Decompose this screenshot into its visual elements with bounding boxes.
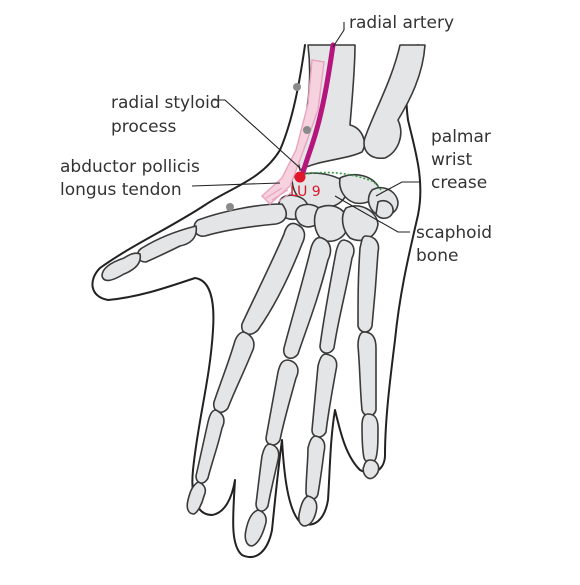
middle-metacarpal bbox=[282, 236, 332, 360]
label-radial-styloid-line1: radial styloid bbox=[111, 93, 221, 113]
label-palmar-line1: palmar bbox=[431, 127, 491, 147]
label-palmar-line2: wrist bbox=[431, 150, 472, 170]
thumb-metacarpal bbox=[193, 203, 288, 237]
middle-distal-phalanx bbox=[244, 509, 267, 547]
lu9-label: LU 9 bbox=[290, 184, 321, 200]
radial-artery bbox=[299, 42, 336, 179]
capitate-bone bbox=[313, 204, 349, 242]
ring-finger-bones bbox=[298, 239, 355, 527]
little-finger-bones bbox=[357, 235, 380, 480]
ring-metacarpal bbox=[319, 239, 355, 354]
leader-abductor bbox=[191, 182, 281, 187]
label-abductor-line2: longus tendon bbox=[60, 180, 182, 200]
thumb-bones bbox=[101, 203, 288, 282]
lu9-point bbox=[294, 171, 306, 183]
label-radial-styloid-line2: process bbox=[111, 117, 176, 137]
middle-finger-bones bbox=[244, 236, 332, 547]
index-finger-bones bbox=[186, 222, 306, 515]
leader-radial-artery bbox=[332, 22, 345, 48]
little-distal-phalanx bbox=[362, 459, 380, 480]
abductor-tendon bbox=[260, 59, 325, 205]
carpal-bones bbox=[277, 172, 399, 242]
label-scaphoid-line1: scaphoid bbox=[416, 223, 492, 243]
marker-dot bbox=[293, 83, 301, 91]
leader-palmar-crease bbox=[375, 181, 420, 197]
index-distal-phalanx bbox=[186, 481, 207, 515]
leader-radial-styloid bbox=[212, 99, 301, 169]
little-proximal-phalanx bbox=[357, 331, 377, 417]
ulna-bone bbox=[363, 44, 426, 159]
marker-dot bbox=[303, 126, 311, 134]
abductor-tendon-fibers bbox=[265, 187, 293, 203]
leader-scaphoid bbox=[334, 195, 410, 233]
label-radial-artery: radial artery bbox=[349, 13, 454, 33]
pisiform-bone bbox=[375, 199, 394, 220]
label-scaphoid-line2: bone bbox=[416, 246, 458, 266]
little-middle-phalanx bbox=[361, 413, 379, 464]
label-abductor-line1: abductor pollicis bbox=[60, 157, 200, 177]
palmar-wrist-crease bbox=[299, 171, 383, 193]
thumb-proximal-phalanx bbox=[136, 225, 198, 263]
marker-dot bbox=[226, 203, 234, 211]
ring-distal-phalanx bbox=[298, 495, 318, 527]
label-palmar-line3: crease bbox=[431, 173, 487, 193]
thumb-distal-phalanx bbox=[101, 252, 142, 282]
